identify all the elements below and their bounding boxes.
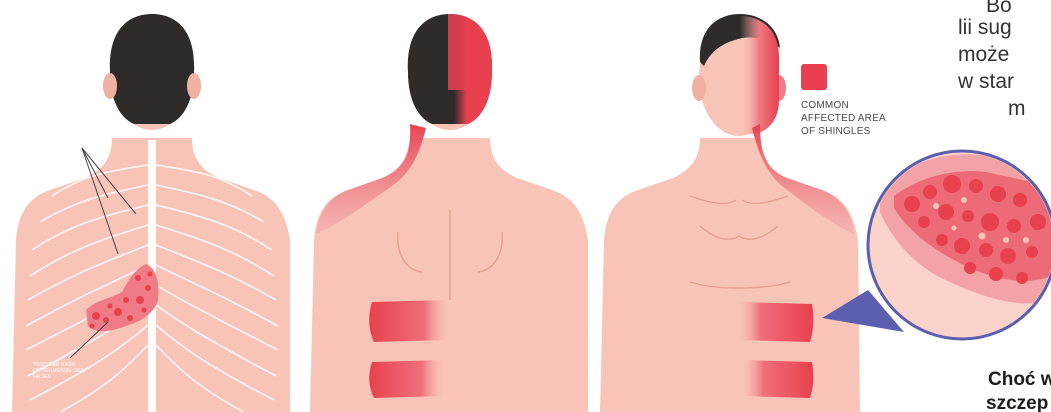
affected-scalp: [448, 14, 492, 90]
legend-label-line: COMMON: [801, 99, 886, 112]
rash-label-line: FACIES: [33, 374, 85, 380]
affected-band-lower: [369, 360, 444, 398]
body-silhouette: [310, 138, 588, 412]
affected-band: [742, 360, 813, 398]
figure-front-affected: [600, 14, 904, 412]
figure-back-nerves: [12, 14, 290, 412]
article-bold-line: Choć w: [988, 368, 1051, 392]
body-silhouette: [600, 138, 860, 412]
article-line: w star: [958, 70, 1014, 94]
affected-face: [740, 16, 779, 134]
legend-swatch: [801, 64, 827, 90]
figure-back-affected: [310, 14, 588, 412]
legend-label-line: AFFECTED AREA: [801, 112, 886, 125]
article-line: może: [958, 43, 1009, 67]
rash-label: PUSTULAR RASH ON SEGMENTAL SKIN FACIES: [33, 362, 85, 380]
article-line: m: [1008, 97, 1026, 121]
legend-label: COMMON AFFECTED AREA OF SHINGLES: [801, 99, 886, 138]
article-bold-line: szczep: [986, 392, 1048, 412]
affected-band-upper: [369, 300, 448, 342]
legend-label-line: OF SHINGLES: [801, 125, 886, 138]
article-text-fragment: Bo lii sug może w star m Choć w szczep: [958, 0, 1051, 412]
ear-left: [103, 73, 117, 99]
nerve-label: NERVE BRANCHED: [62, 127, 90, 139]
ear-left: [692, 75, 706, 101]
article-line: lii sug: [958, 16, 1012, 40]
ear-right: [187, 73, 201, 99]
affected-band: [738, 302, 813, 342]
nerve-label-line: BRANCHED: [62, 133, 90, 139]
hair-icon: [110, 14, 194, 124]
